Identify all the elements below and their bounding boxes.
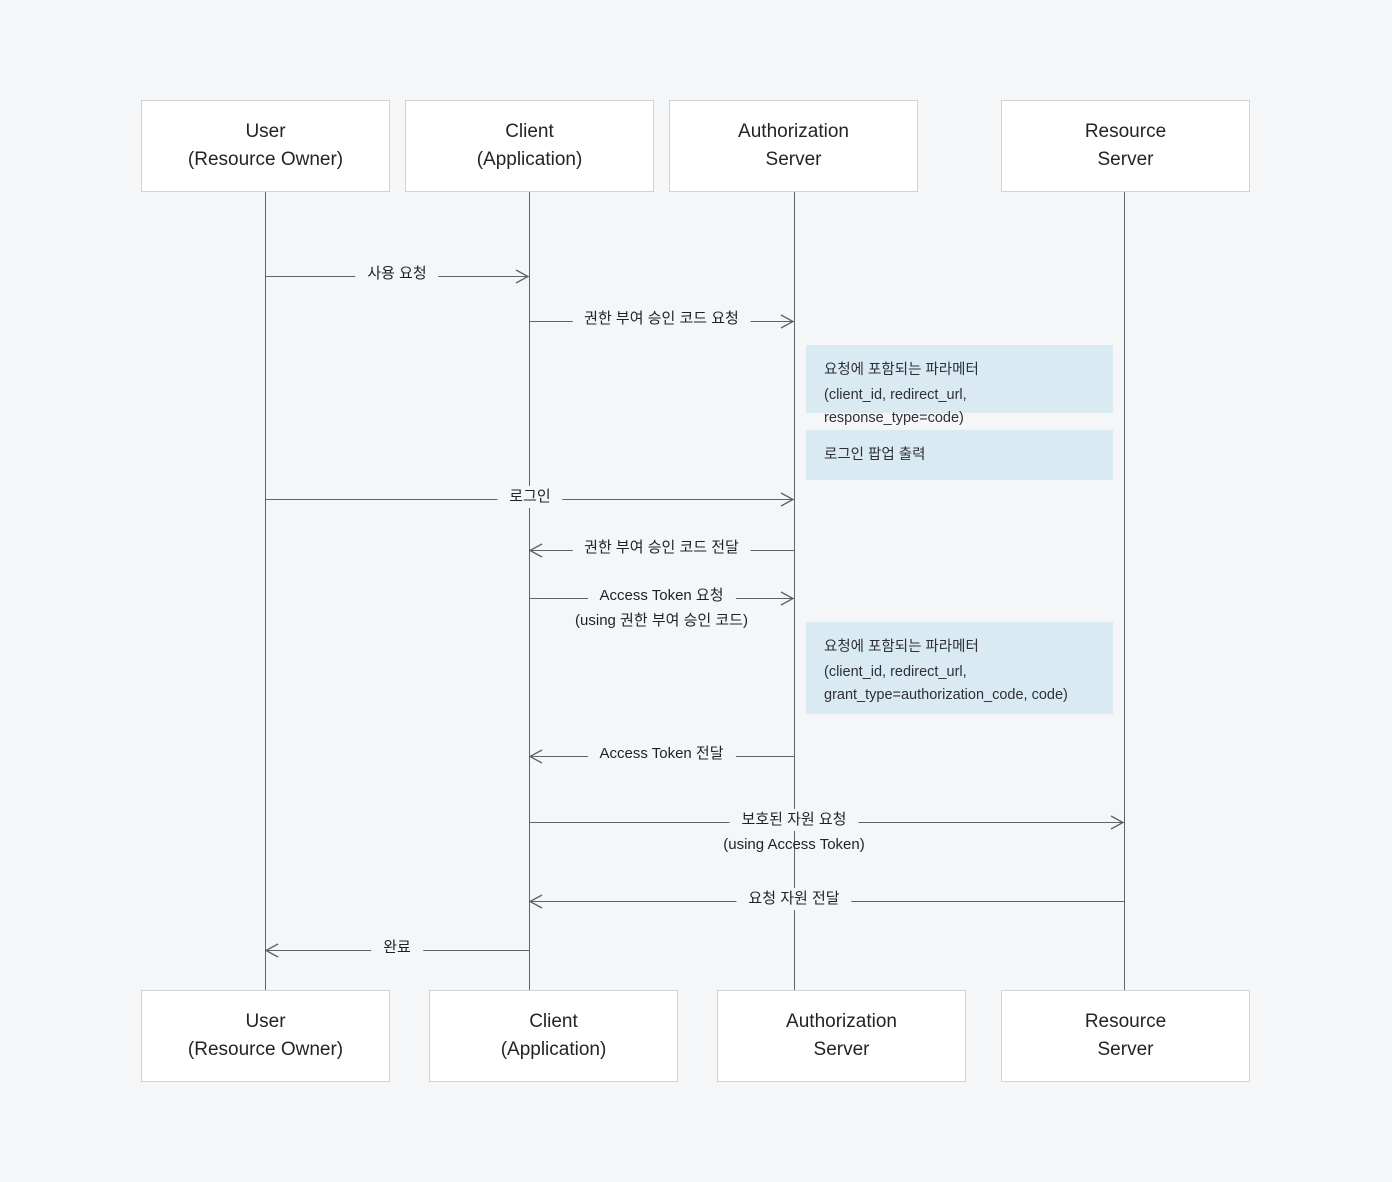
note-authorization-request-params: 요청에 포함되는 파라메터 (client_id, redirect_url, … bbox=[806, 345, 1113, 426]
message-label: 권한 부여 승인 코드 전달 bbox=[572, 537, 751, 559]
participant-box-authorization-server-top[interactable]: Authorization Server bbox=[669, 100, 918, 192]
lifeline-authorization-server bbox=[794, 192, 795, 992]
participant-box-authorization-server-bottom[interactable]: Authorization Server bbox=[717, 990, 966, 1082]
note-title: 요청에 포함되는 파라메터 bbox=[824, 639, 979, 655]
participant-box-resource-server-top[interactable]: Resource Server bbox=[1001, 100, 1250, 192]
note-body: (client_id, redirect_url, response_type=… bbox=[824, 387, 967, 426]
message-sublabel: (using 권한 부여 승인 코드) bbox=[575, 612, 748, 629]
arrow-right-icon bbox=[515, 269, 530, 284]
participant-box-resource-server-bottom[interactable]: Resource Server bbox=[1001, 990, 1250, 1082]
message-label: 완료 bbox=[371, 937, 423, 959]
arrow-left-icon bbox=[528, 543, 543, 558]
arrow-right-icon bbox=[1110, 815, 1125, 830]
lifeline-client bbox=[529, 192, 530, 992]
participant-box-client-bottom[interactable]: Client (Application) bbox=[429, 990, 678, 1082]
arrow-right-icon bbox=[780, 492, 795, 507]
lifeline-user bbox=[265, 192, 266, 992]
note-login-popup: 로그인 팝업 출력 bbox=[806, 430, 1113, 480]
lifeline-resource-server bbox=[1124, 192, 1125, 992]
arrow-right-icon bbox=[780, 591, 795, 606]
note-token-request-params: 요청에 포함되는 파라메터 (client_id, redirect_url, … bbox=[806, 622, 1113, 714]
arrow-left-icon bbox=[528, 749, 543, 764]
arrow-left-icon bbox=[264, 943, 279, 958]
arrow-left-icon bbox=[528, 894, 543, 909]
message-sublabel: (using Access Token) bbox=[723, 836, 865, 853]
message-label: 로그인 bbox=[497, 486, 563, 508]
message-label: Access Token 요청 bbox=[587, 585, 736, 607]
message-label: 보호된 자원 요청 bbox=[729, 809, 859, 831]
participant-box-client-top[interactable]: Client (Application) bbox=[405, 100, 654, 192]
note-body: (client_id, redirect_url, grant_type=aut… bbox=[824, 664, 1068, 703]
arrow-right-icon bbox=[780, 314, 795, 329]
participant-box-user-top[interactable]: User (Resource Owner) bbox=[141, 100, 390, 192]
participant-box-user-bottom[interactable]: User (Resource Owner) bbox=[141, 990, 390, 1082]
message-label: 요청 자원 전달 bbox=[736, 888, 852, 910]
note-title: 로그인 팝업 출력 bbox=[824, 446, 926, 463]
note-title: 요청에 포함되는 파라메터 bbox=[824, 362, 979, 378]
message-label: 권한 부여 승인 코드 요청 bbox=[572, 308, 751, 330]
message-label: Access Token 전달 bbox=[587, 743, 736, 765]
message-label: 사용 요청 bbox=[355, 263, 439, 285]
